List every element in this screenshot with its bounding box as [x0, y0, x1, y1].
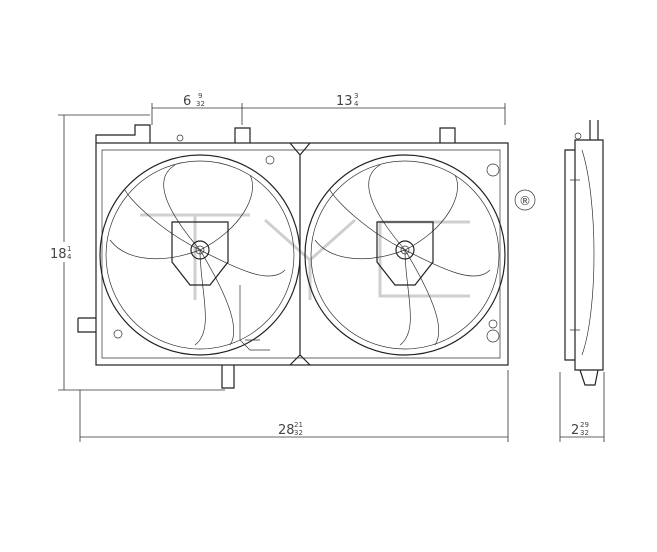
right-fan [304, 154, 506, 356]
registered-mark-circle [514, 189, 536, 211]
dim-whole: 18 [50, 247, 67, 262]
dim-den: 4 [354, 100, 359, 108]
dim-den: 32 [294, 429, 303, 437]
shroud-frame [77, 124, 509, 389]
dim-whole: 13 [336, 94, 353, 109]
dim-whole: 6 [183, 94, 191, 109]
dim-num: 21 [294, 421, 303, 429]
dim-top-left: 6 9 32 [183, 92, 205, 109]
dim-den: 32 [580, 429, 589, 437]
left-fan [99, 154, 301, 356]
dim-num: 3 [354, 92, 358, 100]
dim-depth: 2 29 32 [571, 421, 589, 438]
tyc-watermark: ® [140, 189, 536, 300]
dim-num: 1 [67, 245, 71, 253]
dim-whole: 2 [571, 423, 579, 438]
dim-height: 18 1 4 [50, 242, 80, 262]
dim-den: 4 [67, 253, 72, 261]
dim-den: 32 [196, 100, 205, 108]
dim-width: 28 21 32 [278, 421, 303, 438]
dim-num: 9 [198, 92, 202, 100]
dim-num: 29 [580, 421, 589, 429]
dim-whole: 28 [278, 423, 295, 438]
side-view [564, 120, 604, 386]
dimension-lines [58, 103, 605, 442]
dim-top-right: 13 3 4 [336, 92, 359, 109]
registered-mark: ® [519, 194, 531, 208]
